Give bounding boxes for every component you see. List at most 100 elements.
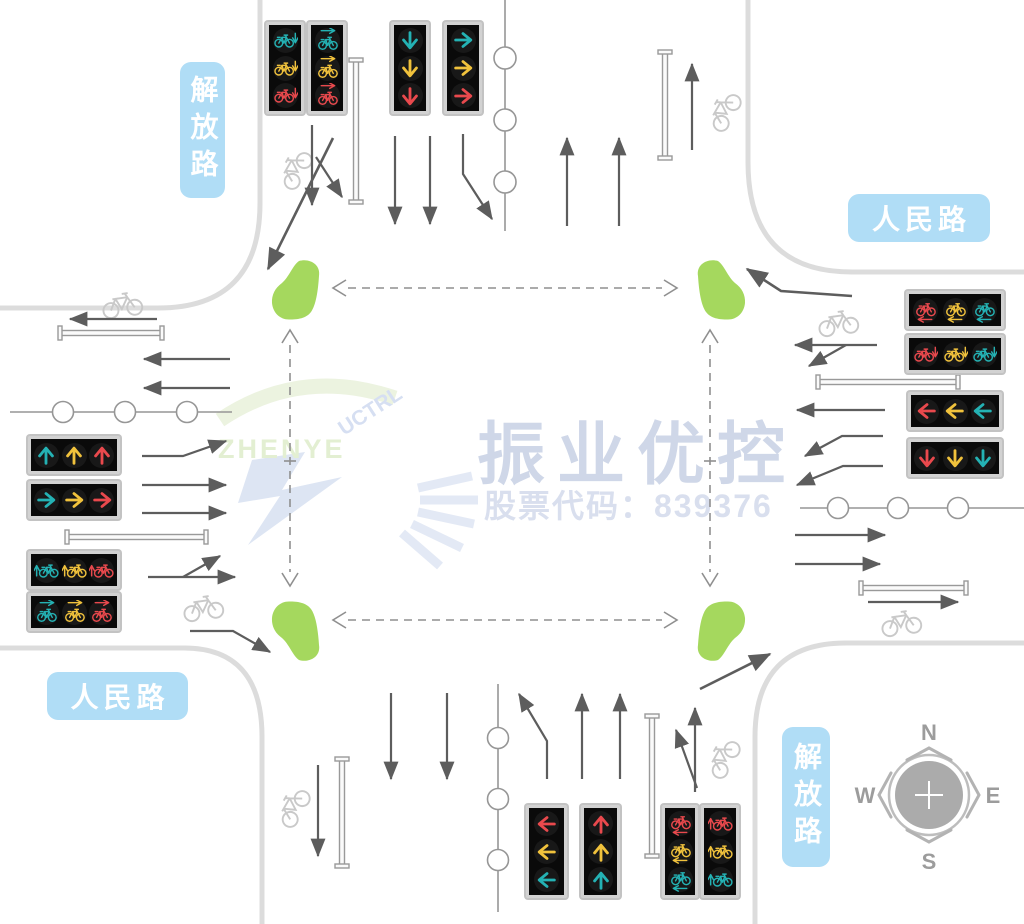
crosswalk-guides [281,279,719,629]
bicycle-icon [100,290,145,321]
signal-panel-w-up [28,436,120,474]
red-bike-left-light [667,811,693,836]
yellow-arrow-down-light [942,445,968,471]
cyan-bike-right-light [314,27,340,53]
cyan-bike-right-light [33,599,59,625]
pole-north-east [657,49,673,161]
road-label-renmin-west: 人民路 [47,672,188,720]
bicycle-icon [703,87,745,135]
compass-chevron-west [877,771,893,819]
yellow-bike-down-light [942,341,968,367]
signal-panel-n-right [444,22,482,114]
red-bike-down-light [272,83,298,109]
road-centerlines [10,0,1024,912]
pole-south-west [334,756,350,869]
cyan-arrow-left-light [970,398,996,424]
yellow-bike-left-light [667,839,693,864]
right-turn-arrow-se [699,652,772,691]
signal-panel-s-bike-left [662,805,698,898]
island-northeast [697,260,746,320]
compass-chevron-north [905,746,953,762]
signal-panel-e-bike-down [906,335,1004,373]
compass: N E S W [855,720,1001,874]
compass-chevron-south [905,828,953,844]
bicycle-icon [181,593,226,624]
red-bike-right-light [314,83,340,109]
pole-east-lower [858,580,969,596]
pole-south-east [644,713,660,859]
island-northwest [271,260,320,320]
yellow-arrow-right-light [450,55,476,81]
red-arrow-right-light [450,83,476,109]
red-arrow-up-light [588,811,613,836]
signal-poles [57,49,969,869]
compass-chevron-east [965,771,981,819]
yellow-bike-right-light [61,599,87,625]
cyan-arrow-down-light [970,445,996,471]
cyan-arrow-up-light [588,867,613,892]
signal-panel-n-bike-down [266,22,304,114]
cyan-bike-up-light [707,867,733,892]
road-label-jiefang-north: 解放路 [180,62,225,198]
pole-east-upper [815,374,961,390]
signal-panel-w-right [28,481,120,519]
red-bike-left-light [913,297,939,323]
red-arrow-left-light [914,398,940,424]
cyan-bike-down-light [971,341,997,367]
compass-label-south: S [922,849,937,874]
yellow-bike-up-light [707,839,733,864]
lane-arrows [68,62,960,858]
yellow-arrow-down-light [397,55,423,81]
yellow-arrow-left-light [942,398,968,424]
road-label-renmin-east: 人民路 [848,194,990,242]
yellow-arrow-left-light [534,839,559,864]
yellow-bike-up-light [61,557,87,583]
signal-panel-e-down [908,439,1002,477]
cyan-bike-down-light [272,27,298,53]
watermark-stock-code: 股票代码：839376 [484,488,773,524]
signal-panel-n-down [391,22,429,114]
logo-main-text: ZHENYE [218,434,346,464]
red-arrow-left-light [534,811,559,836]
signal-panel-s-left [526,805,567,898]
pole-west-lower [64,529,209,545]
signal-panel-n-bike-right [308,22,346,114]
bicycle-icon [702,734,744,782]
signal-panel-w-bike-right [28,593,120,631]
red-arrow-down-light [914,445,940,471]
right-turn-arrow-nw [266,137,335,271]
compass-label-west: W [855,783,876,808]
cyan-arrow-up-light [33,442,59,468]
red-arrow-up-light [89,442,115,468]
yellow-arrow-up-light [61,442,87,468]
road-label-jiefang-south: 解放路 [782,727,830,867]
red-bike-up-light [89,557,115,583]
island-southeast [697,601,746,661]
pole-west-upper [57,325,165,341]
cyan-bike-up-light [33,557,59,583]
bicycle-icon [272,783,314,831]
yellow-arrow-right-light [61,487,87,513]
cyan-bike-left-light [971,297,997,323]
yellow-arrow-up-light [588,839,613,864]
cyan-bike-left-light [667,867,693,892]
yellow-bike-left-light [942,297,968,323]
signal-panel-s-up [581,805,620,898]
right-turn-arrow-sw [190,629,272,653]
yellow-bike-down-light [272,55,298,81]
red-bike-right-light [89,599,115,625]
signal-panel-e-left [908,392,1002,430]
red-bike-up-light [707,811,733,836]
red-arrow-down-light [397,83,423,109]
yellow-bike-right-light [314,55,340,81]
bicycle-icon [879,608,924,639]
bicycle-icon [816,308,861,339]
red-arrow-right-light [89,487,115,513]
signal-panel-w-bike-up [28,551,120,589]
compass-label-north: N [921,720,937,745]
watermark-brand: 振业优控 [477,417,798,493]
signal-panel-e-bike-left [906,291,1004,329]
